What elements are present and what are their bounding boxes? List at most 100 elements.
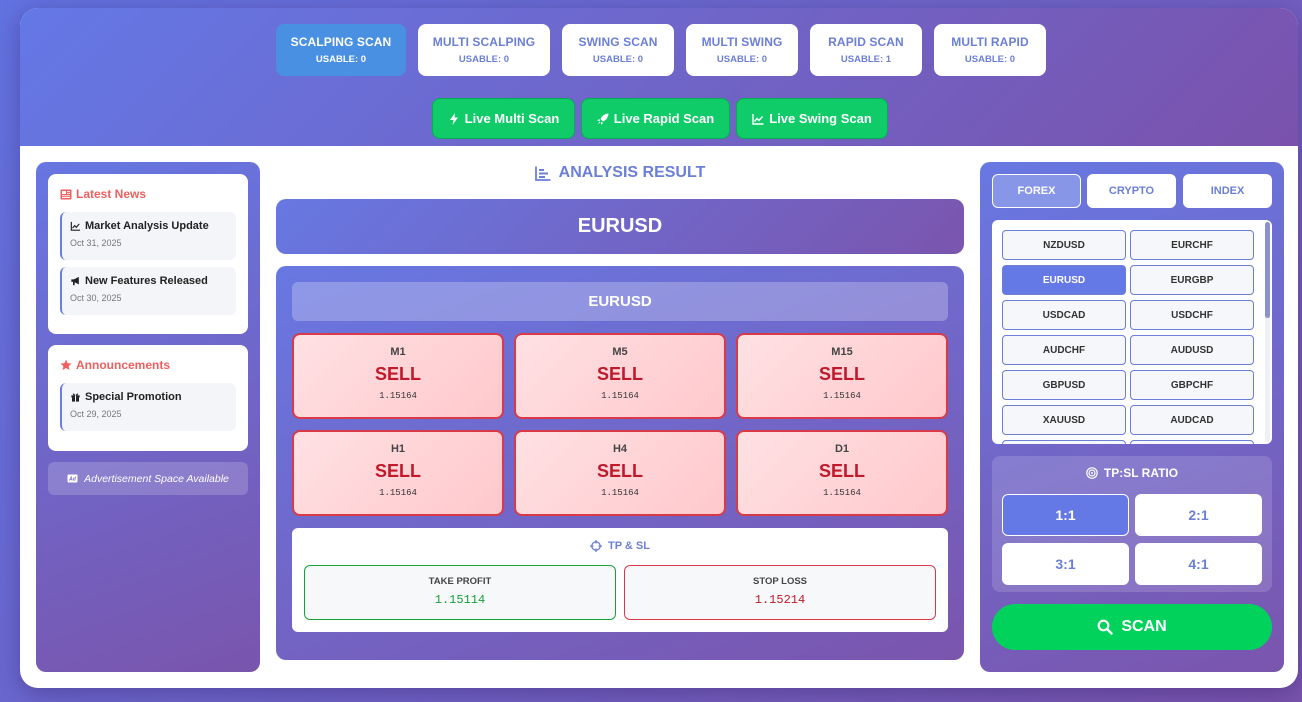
pair-button[interactable]: XAUUSD — [1002, 405, 1126, 435]
timeframe-price: 1.15164 — [823, 391, 861, 401]
pair-button[interactable]: GBPCHF — [1130, 370, 1254, 400]
timeframe-signal: SELL — [818, 364, 865, 384]
pair-button[interactable]: NZDUSD — [1002, 230, 1126, 260]
tab-crypto[interactable]: CRYPTO — [1087, 174, 1176, 208]
announcement-item-title: Special Promotion — [70, 391, 228, 403]
scan-button-label: SCAN — [1121, 618, 1167, 635]
timeframe-price: 1.15164 — [601, 391, 639, 401]
timeframe-price: 1.15164 — [379, 488, 417, 498]
timeframe-price: 1.15164 — [601, 488, 639, 498]
announcement-item[interactable]: Special Promotion Oct 29, 2025 — [60, 383, 236, 431]
analysis-panel: EURUSD M1 SELL 1.15164 M5 SELL 1.15164 M… — [276, 266, 964, 660]
mode-title: SCALPING SCAN — [290, 35, 392, 49]
pair-list: NZDUSD EURCHF EURUSD EURGBP USDCAD USDCH… — [992, 220, 1272, 444]
timeframe-name: D1 — [834, 443, 850, 455]
live-button-label: Live Multi Scan — [464, 111, 560, 126]
mode-usable: USABLE: 1 — [840, 54, 892, 65]
inner-symbol-bar: EURUSD — [292, 282, 948, 321]
timeframe-signal: SELL — [596, 364, 643, 384]
bolt-icon — [449, 112, 458, 125]
header: SCALPING SCAN USABLE: 0 MULTI SCALPING U… — [20, 8, 1298, 146]
ratio-option-2-1[interactable]: 2:1 — [1135, 494, 1262, 536]
pair-button[interactable]: EURCHF — [1130, 230, 1254, 260]
timeframe-name: M1 — [390, 346, 406, 358]
timeframe-card-h4: H4 SELL 1.15164 — [514, 430, 726, 516]
scan-mode-row: SCALPING SCAN USABLE: 0 MULTI SCALPING U… — [276, 24, 1046, 76]
mode-usable: USABLE: 0 — [964, 54, 1016, 65]
multi-scalping-button[interactable]: MULTI SCALPING USABLE: 0 — [418, 24, 550, 76]
news-item-date: Oct 31, 2025 — [70, 238, 122, 248]
pair-button[interactable]: GBPUSD — [1002, 370, 1126, 400]
multi-swing-button[interactable]: MULTI SWING USABLE: 0 — [686, 24, 798, 76]
search-icon — [1097, 619, 1114, 635]
news-item[interactable]: Market Analysis Update Oct 31, 2025 — [60, 212, 236, 260]
announcement-item-date: Oct 29, 2025 — [70, 409, 122, 419]
star-icon — [60, 359, 72, 371]
news-item[interactable]: New Features Released Oct 30, 2025 — [60, 267, 236, 315]
ratio-option-4-1[interactable]: 4:1 — [1135, 543, 1262, 585]
timeframe-signal: SELL — [374, 461, 421, 481]
stop-loss-label: STOP LOSS — [752, 576, 808, 587]
pair-button-partial[interactable] — [1002, 440, 1126, 444]
newspaper-icon — [60, 189, 72, 199]
live-swing-scan-button[interactable]: Live Swing Scan — [736, 98, 888, 139]
pair-list-scrollbar[interactable] — [1265, 222, 1270, 442]
rocket-icon — [597, 113, 609, 124]
live-multi-scan-button[interactable]: Live Multi Scan — [432, 98, 575, 139]
ratio-option-1-1[interactable]: 1:1 — [1002, 494, 1129, 536]
news-item-title-text: New Features Released — [85, 275, 208, 287]
timeframe-name: M15 — [831, 346, 853, 358]
news-item-title: New Features Released — [70, 275, 228, 287]
mode-title: RAPID SCAN — [828, 35, 904, 49]
timeframe-card-m15: M15 SELL 1.15164 — [736, 333, 948, 419]
left-sidebar: Latest News Market Analysis Update Oct 3… — [36, 162, 260, 672]
stop-loss-cell: STOP LOSS 1.15214 — [624, 565, 936, 620]
timeframe-card-d1: D1 SELL 1.15164 — [736, 430, 948, 516]
gift-icon — [71, 393, 80, 402]
take-profit-cell: TAKE PROFIT 1.15114 — [304, 565, 616, 620]
ratio-title-text: TP:SL RATIO — [1103, 466, 1179, 480]
scalping-scan-button[interactable]: SCALPING SCAN USABLE: 0 — [276, 24, 406, 76]
bullseye-icon — [1086, 467, 1098, 479]
pair-button[interactable]: AUDCAD — [1130, 405, 1254, 435]
pair-button-partial[interactable] — [1130, 440, 1254, 444]
mode-title: MULTI SWING — [701, 35, 783, 49]
timeframe-signal: SELL — [818, 461, 865, 481]
pair-list-scrollbar-thumb[interactable] — [1265, 222, 1270, 318]
mode-title: MULTI RAPID — [951, 35, 1029, 49]
ratio-box: TP:SL RATIO 1:1 2:1 3:1 4:1 — [992, 456, 1272, 592]
tp-sl-box: TP & SL TAKE PROFIT 1.15114 STOP LOSS 1.… — [292, 528, 948, 632]
pair-button[interactable]: AUDCHF — [1002, 335, 1126, 365]
news-item-date: Oct 30, 2025 — [70, 293, 122, 303]
news-title-text: Latest News — [76, 187, 147, 201]
advertisement-text: Advertisement Space Available — [84, 472, 229, 485]
take-profit-value: 1.15114 — [434, 593, 486, 607]
ratio-option-3-1[interactable]: 3:1 — [1002, 543, 1129, 585]
svg-text:Ad: Ad — [68, 477, 77, 483]
pair-button[interactable]: EURGBP — [1130, 265, 1254, 295]
advertisement-box[interactable]: Ad Advertisement Space Available — [48, 462, 248, 495]
tp-sl-title-text: TP & SL — [608, 540, 650, 552]
pair-button-selected[interactable]: EURUSD — [1002, 265, 1126, 295]
timeframe-signal: SELL — [374, 364, 421, 384]
megaphone-icon — [71, 276, 79, 286]
stop-loss-value: 1.15214 — [754, 593, 806, 607]
timeframe-name: H4 — [612, 443, 628, 455]
chart-line-icon — [752, 113, 764, 125]
pair-button[interactable]: USDCAD — [1002, 300, 1126, 330]
multi-rapid-button[interactable]: MULTI RAPID USABLE: 0 — [934, 24, 1046, 76]
scan-button[interactable]: SCAN — [992, 604, 1272, 650]
tab-forex[interactable]: FOREX — [992, 174, 1081, 208]
pair-button[interactable]: AUDUSD — [1130, 335, 1254, 365]
live-button-label: Live Rapid Scan — [613, 111, 715, 126]
swing-scan-button[interactable]: SWING SCAN USABLE: 0 — [562, 24, 674, 76]
announcements-card: Announcements Special Promotion Oct 29, … — [48, 345, 248, 451]
analysis-heading-text: ANALYSIS RESULT — [558, 164, 706, 181]
live-rapid-scan-button[interactable]: Live Rapid Scan — [581, 98, 730, 139]
take-profit-label: TAKE PROFIT — [428, 576, 492, 587]
rapid-scan-button[interactable]: RAPID SCAN USABLE: 1 — [810, 24, 922, 76]
pair-button[interactable]: USDCHF — [1130, 300, 1254, 330]
timeframe-price: 1.15164 — [379, 391, 417, 401]
crosshair-icon — [590, 540, 602, 552]
tab-index[interactable]: INDEX — [1183, 174, 1272, 208]
